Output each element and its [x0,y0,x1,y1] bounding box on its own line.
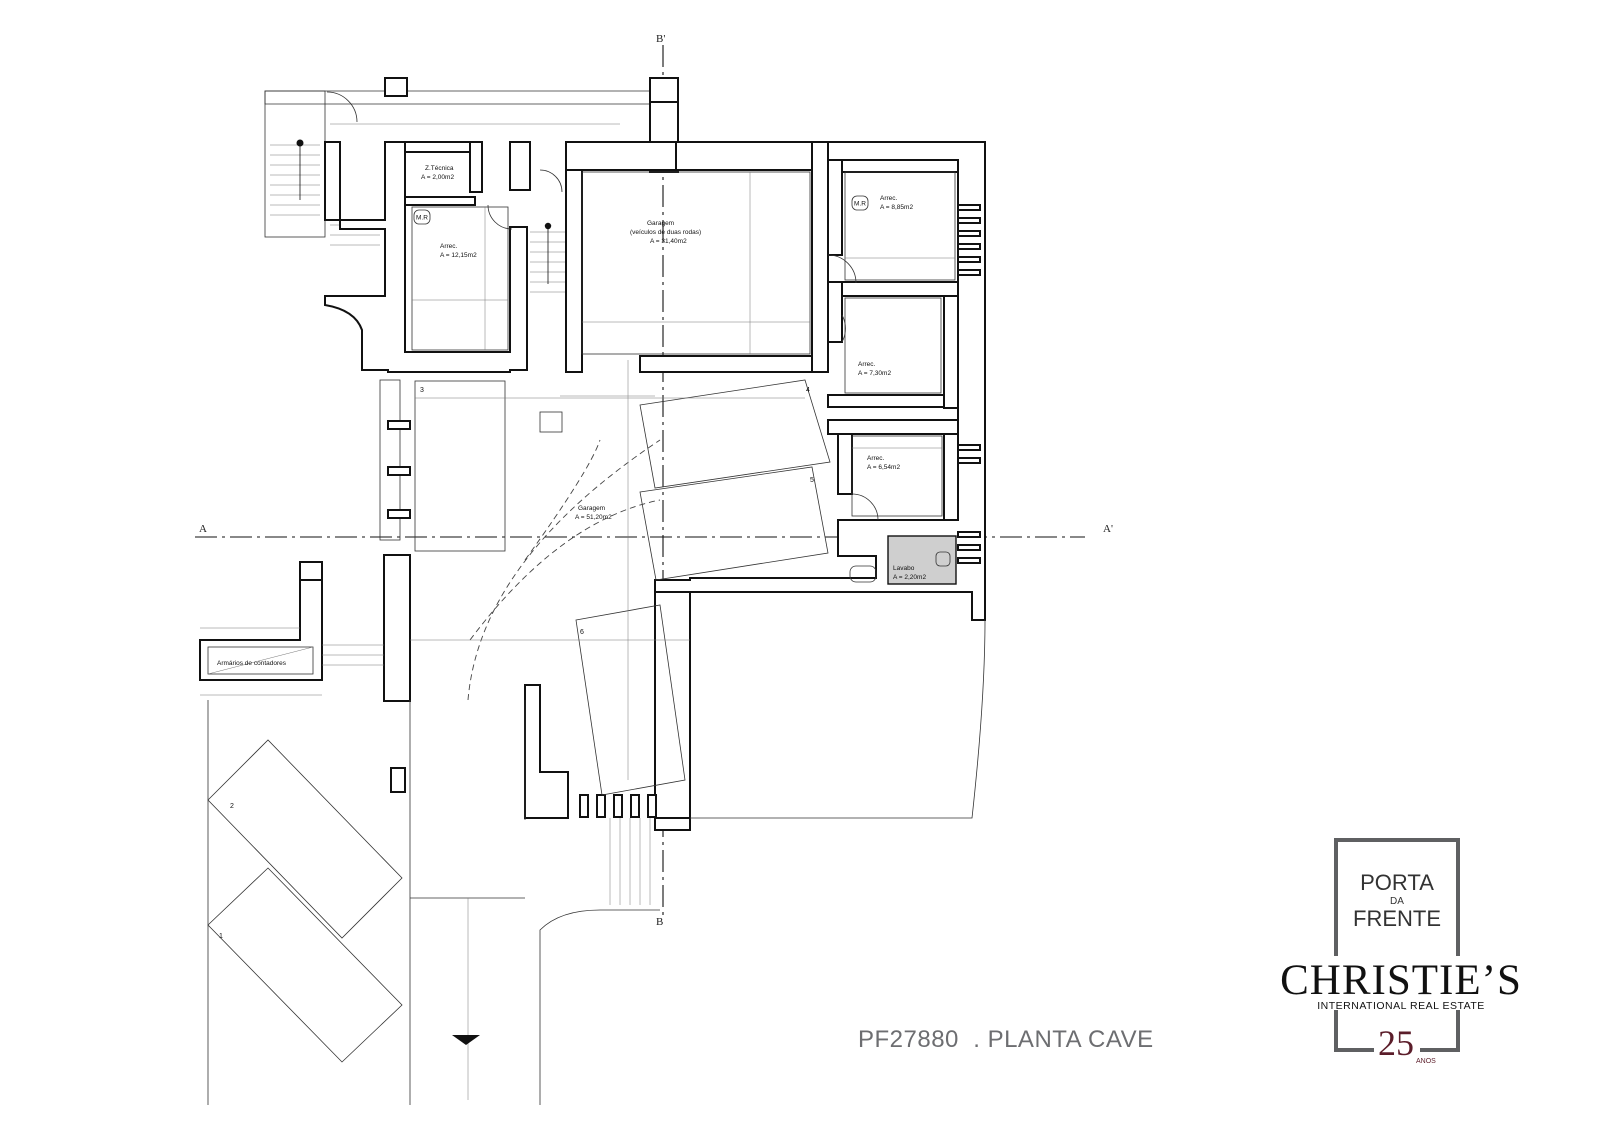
christies-logo: PORTA DA FRENTE CHRISTIE’S INTERNATIONAL… [1256,838,1546,1078]
logo-brand: CHRISTIE’S [1256,956,1546,1005]
room-garagem2-area: A = 51,20m2 [575,514,612,521]
parking-bay-1 [207,867,403,1063]
room-lavabo-area: A = 2,20m2 [893,574,926,581]
parking-number-2: 2 [230,803,234,810]
room-garagem2-name: Garagem [578,505,605,512]
parking-number-1: 1 [219,933,223,940]
parking-bay-5 [639,466,829,581]
room-garagem1-area: A = 31,40m2 [650,238,687,245]
room-arrec2-area: A = 8,85m2 [880,204,913,211]
room-ztecnica-area: A = 2,00m2 [421,174,454,181]
plan-caption: PF27880 . PLANTA CAVE [858,1026,1154,1053]
logo-frente: FRENTE [1353,906,1441,931]
room-garagem1-note: (veículos de duas rodas) [630,229,701,236]
section-mark-b-prime: B' [656,33,665,45]
room-arrec1-area: A = 12,15m2 [440,252,477,259]
meter-tag-1: M.R [416,215,428,222]
room-arrec1-name: Arrec. [440,243,458,250]
parking-number-3: 3 [420,387,424,394]
meter-tag-2: M.R [854,201,866,208]
room-arrec3-name: Arrec. [858,361,876,368]
room-lavabo-name: Lavabo [893,565,915,572]
room-ztecnica-name: Z.Técnica [425,165,454,172]
parking-bay-6 [575,604,686,796]
logo-porta: PORTA [1360,870,1434,895]
lavabo-area [887,535,957,585]
parking-number-6: 6 [580,629,584,636]
parking-number-4: 4 [806,387,810,394]
parking-number-5: 5 [810,477,814,484]
room-garagem1-name: Garagem [647,220,674,227]
room-armarios-name: Armários de contadores [217,660,287,667]
logo-da: DA [1390,896,1404,907]
logo-subtitle: INTERNATIONAL REAL ESTATE [1317,1000,1485,1012]
section-mark-a-prime: A' [1103,523,1113,535]
parking-bay-3 [414,380,506,552]
logo-25: 25 [1378,1023,1414,1063]
room-arrec2-name: Arrec. [880,195,898,202]
room-arrec4-name: Arrec. [867,455,885,462]
parking-bay-2 [207,739,403,939]
room-arrec3-area: A = 7,30m2 [858,370,891,377]
section-mark-a: A [199,523,207,535]
section-mark-b: B [656,916,663,928]
room-arrec4-area: A = 6,54m2 [867,464,900,471]
parking-bay-4 [639,379,831,489]
logo-anos: ANOS [1416,1058,1436,1065]
